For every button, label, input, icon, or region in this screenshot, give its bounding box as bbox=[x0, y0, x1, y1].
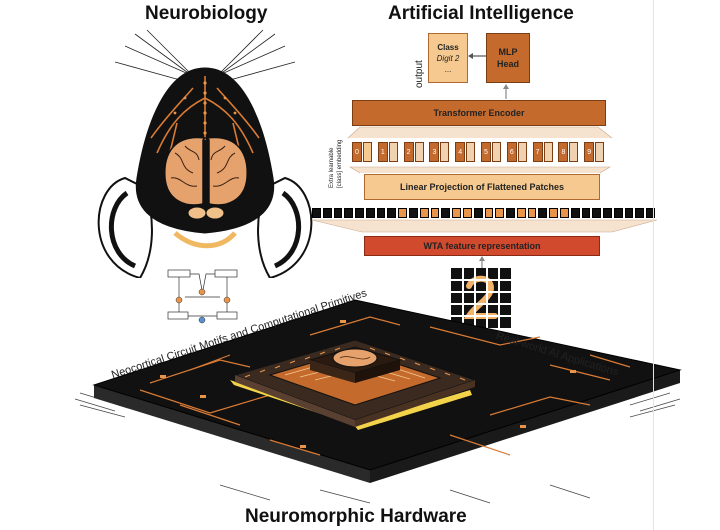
transformer-encoder-box: Transformer Encoder bbox=[352, 100, 606, 126]
flattened-patch bbox=[365, 208, 375, 218]
flattened-patch bbox=[462, 208, 472, 218]
position-embedding-token: 4 bbox=[455, 142, 466, 162]
cerebellum-left bbox=[187, 206, 207, 220]
arrow-mlp-to-class bbox=[468, 53, 486, 59]
head-label: Head bbox=[496, 59, 519, 69]
flattened-patch bbox=[527, 208, 537, 218]
flattened-patch bbox=[419, 208, 429, 218]
class-token bbox=[363, 142, 372, 162]
patch-token bbox=[388, 142, 398, 162]
flattened-patch bbox=[409, 208, 418, 218]
flattened-patch bbox=[549, 208, 558, 218]
flattened-patch bbox=[646, 208, 655, 218]
board-side-left bbox=[94, 385, 370, 483]
board-hatch-lines bbox=[74, 392, 681, 504]
flattened-patch bbox=[473, 208, 483, 218]
neurobiology-title: Neurobiology bbox=[145, 3, 268, 24]
flattened-patch-strip bbox=[312, 207, 657, 219]
class-output-box: Class Digit 2 ... bbox=[428, 33, 468, 83]
extra-embedding-label: Extra learnable [class] embedding bbox=[328, 140, 344, 188]
cerebellum-right bbox=[205, 206, 225, 220]
patch-token bbox=[440, 142, 450, 162]
chip-pins bbox=[244, 347, 466, 381]
extra-embedding-line1: Extra learnable bbox=[329, 147, 335, 188]
brain-left-hemisphere bbox=[164, 136, 207, 206]
neuromorphic-board bbox=[74, 299, 682, 504]
flattened-patch bbox=[312, 208, 321, 218]
flattened-patch bbox=[635, 208, 645, 218]
projection-fan-lines bbox=[348, 166, 612, 174]
flattened-patch bbox=[355, 208, 364, 218]
position-embedding-token: 0 bbox=[352, 142, 362, 162]
board-pads bbox=[160, 320, 576, 448]
class-label: Class bbox=[437, 42, 459, 52]
patch-token bbox=[517, 142, 527, 162]
extra-embedding-line2: [class] embedding bbox=[337, 139, 343, 188]
brain-right-hemisphere bbox=[205, 136, 248, 206]
mnist-digit-grid bbox=[451, 268, 511, 328]
hardware-title: Neuromorphic Hardware bbox=[245, 506, 467, 527]
flattened-patch bbox=[387, 208, 397, 218]
patch-strip-container bbox=[312, 207, 657, 219]
flattened-patch bbox=[559, 208, 569, 218]
flattened-patch bbox=[333, 208, 343, 218]
position-embedding-token: 8 bbox=[558, 142, 569, 162]
patch-token bbox=[414, 142, 424, 162]
flattened-patch bbox=[398, 208, 408, 218]
circuit-motif-diagram bbox=[167, 269, 238, 324]
mlp-head-box: MLP Head bbox=[486, 33, 530, 83]
output-label: output bbox=[414, 60, 425, 88]
flattened-patch bbox=[570, 208, 580, 218]
patch-token bbox=[466, 142, 476, 162]
position-embedding-token: 1 bbox=[377, 142, 388, 162]
flattened-patch bbox=[344, 208, 354, 218]
class-more-label: ... bbox=[444, 64, 452, 74]
ai-title: Artificial Intelligence bbox=[388, 3, 574, 24]
panel-border bbox=[653, 0, 654, 530]
flattened-patch bbox=[538, 208, 548, 218]
arrow-digit-to-wta bbox=[479, 256, 485, 268]
patch-token bbox=[543, 142, 553, 162]
position-embedding-token: 2 bbox=[403, 142, 414, 162]
flattened-patch bbox=[581, 208, 591, 218]
flattened-patch bbox=[516, 208, 526, 218]
position-embedding-token: 5 bbox=[481, 142, 491, 162]
patch-token bbox=[492, 142, 501, 162]
wta-fan-lines bbox=[312, 219, 657, 233]
arrow-encoder-to-mlp bbox=[503, 84, 509, 99]
flattened-patch bbox=[592, 208, 602, 218]
flattened-patch bbox=[430, 208, 440, 218]
flattened-patch bbox=[506, 208, 515, 218]
position-embedding-token: 3 bbox=[429, 142, 440, 162]
flattened-patch bbox=[452, 208, 461, 218]
flattened-patch bbox=[624, 208, 634, 218]
board-traces bbox=[139, 316, 631, 456]
wta-feature-box: WTA feature representation bbox=[364, 236, 600, 256]
flattened-patch bbox=[495, 208, 505, 218]
flattened-patch bbox=[441, 208, 451, 218]
flattened-patch bbox=[322, 208, 332, 218]
mlp-label: MLP bbox=[498, 47, 518, 57]
yellow-strip-right bbox=[354, 390, 472, 430]
rat-head-illustration bbox=[97, 29, 313, 278]
flattened-patch bbox=[376, 208, 386, 218]
position-embedding-token: 6 bbox=[506, 142, 517, 162]
vessel-dots bbox=[173, 81, 237, 135]
flattened-patch bbox=[603, 208, 612, 218]
linear-projection-box: Linear Projection of Flattened Patches bbox=[364, 174, 600, 200]
token-fan-lines bbox=[347, 126, 613, 139]
spinal-arc bbox=[173, 231, 237, 249]
position-embedding-token: 7 bbox=[532, 142, 543, 162]
flattened-patch bbox=[484, 208, 494, 218]
flattened-patch bbox=[613, 208, 623, 218]
patch-token bbox=[569, 142, 579, 162]
position-embedding-token: 9 bbox=[584, 142, 595, 162]
patch-token bbox=[595, 142, 605, 162]
class-digit-label: Digit 2 bbox=[436, 53, 460, 63]
